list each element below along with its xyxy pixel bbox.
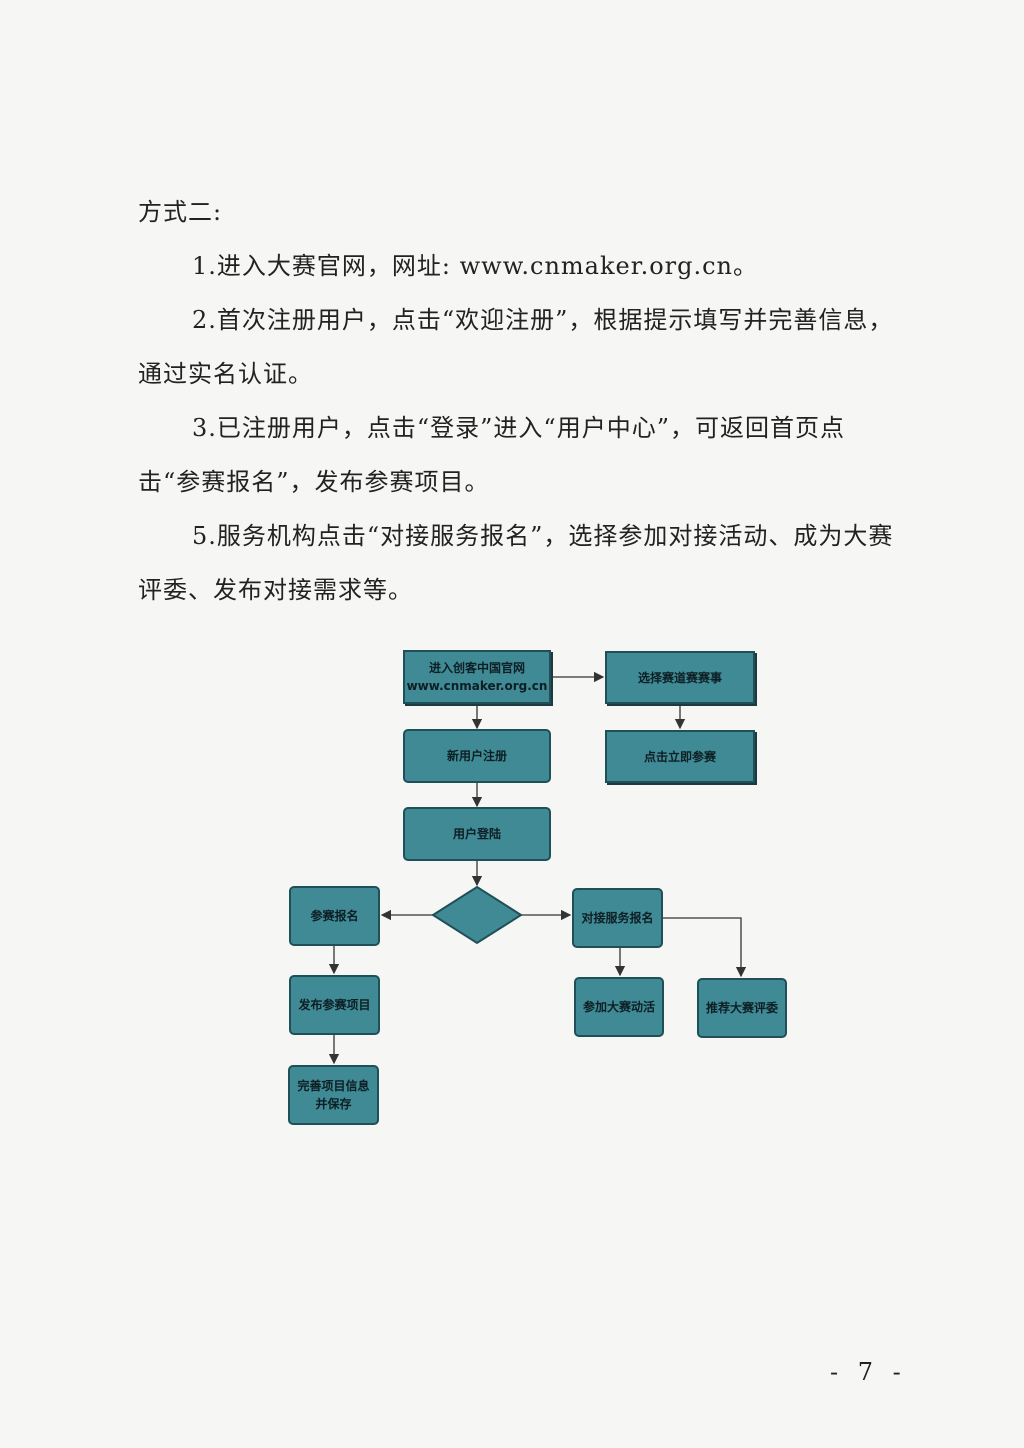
node-click-join: 点击立即参赛 — [605, 730, 755, 783]
node-publish-project: 发布参赛项目 — [289, 975, 380, 1035]
body-text: 方式二: 1.进入大赛官网，网址: www.cnmaker.org.cn。 2.… — [138, 185, 898, 617]
node-recommend-judge: 推荐大赛评委 — [697, 978, 787, 1038]
node-enter-site-label: 进入创客中国官网 — [428, 661, 525, 675]
connector-service-to-judge — [663, 917, 747, 978]
node-complete-info: 完善项目信息 并保存 — [288, 1065, 379, 1125]
node-complete-info-line1: 完善项目信息 — [297, 1079, 370, 1093]
step-2: 2.首次注册用户，点击“欢迎注册”，根据提示填写并完善信息，通过实名认证。 — [138, 306, 894, 388]
node-recommend-judge-label: 推荐大赛评委 — [705, 1001, 778, 1015]
node-click-join-label: 点击立即参赛 — [643, 749, 716, 764]
node-join-signup: 参赛报名 — [289, 886, 380, 946]
node-join-signup-label: 参赛报名 — [310, 909, 359, 923]
node-join-activity-label: 参加大赛动活 — [582, 1000, 655, 1014]
node-new-user-register: 新用户注册 — [403, 729, 551, 783]
method-heading: 方式二: — [138, 198, 223, 226]
node-join-activity: 参加大赛动活 — [574, 977, 664, 1037]
step-5: 5.服务机构点击“对接服务报名”，选择参加对接活动、成为大赛评委、发布对接需求等… — [138, 522, 894, 604]
node-enter-site: 进入创客中国官网 www.cnmaker.org.cn — [403, 650, 551, 704]
decision-diamond — [431, 885, 523, 945]
node-complete-info-line2: 并保存 — [315, 1097, 352, 1111]
node-enter-site-url: www.cnmaker.org.cn — [406, 679, 548, 693]
node-user-login: 用户登陆 — [403, 807, 551, 861]
node-publish-project-label: 发布参赛项目 — [298, 998, 371, 1012]
node-choose-track: 选择赛道赛赛事 — [605, 651, 755, 704]
node-service-signup-label: 对接服务报名 — [581, 911, 654, 925]
node-new-user-register-label: 新用户注册 — [446, 749, 507, 763]
node-user-login-label: 用户登陆 — [452, 827, 501, 841]
page-number: - 7 - — [830, 1358, 907, 1386]
step-3: 3.已注册用户，点击“登录”进入“用户中心”，可返回首页点击“参赛报名”，发布参… — [138, 414, 845, 496]
step-1: 1.进入大赛官网，网址: www.cnmaker.org.cn。 — [192, 252, 759, 280]
node-choose-track-label: 选择赛道赛赛事 — [637, 670, 722, 685]
node-service-signup: 对接服务报名 — [572, 888, 663, 948]
